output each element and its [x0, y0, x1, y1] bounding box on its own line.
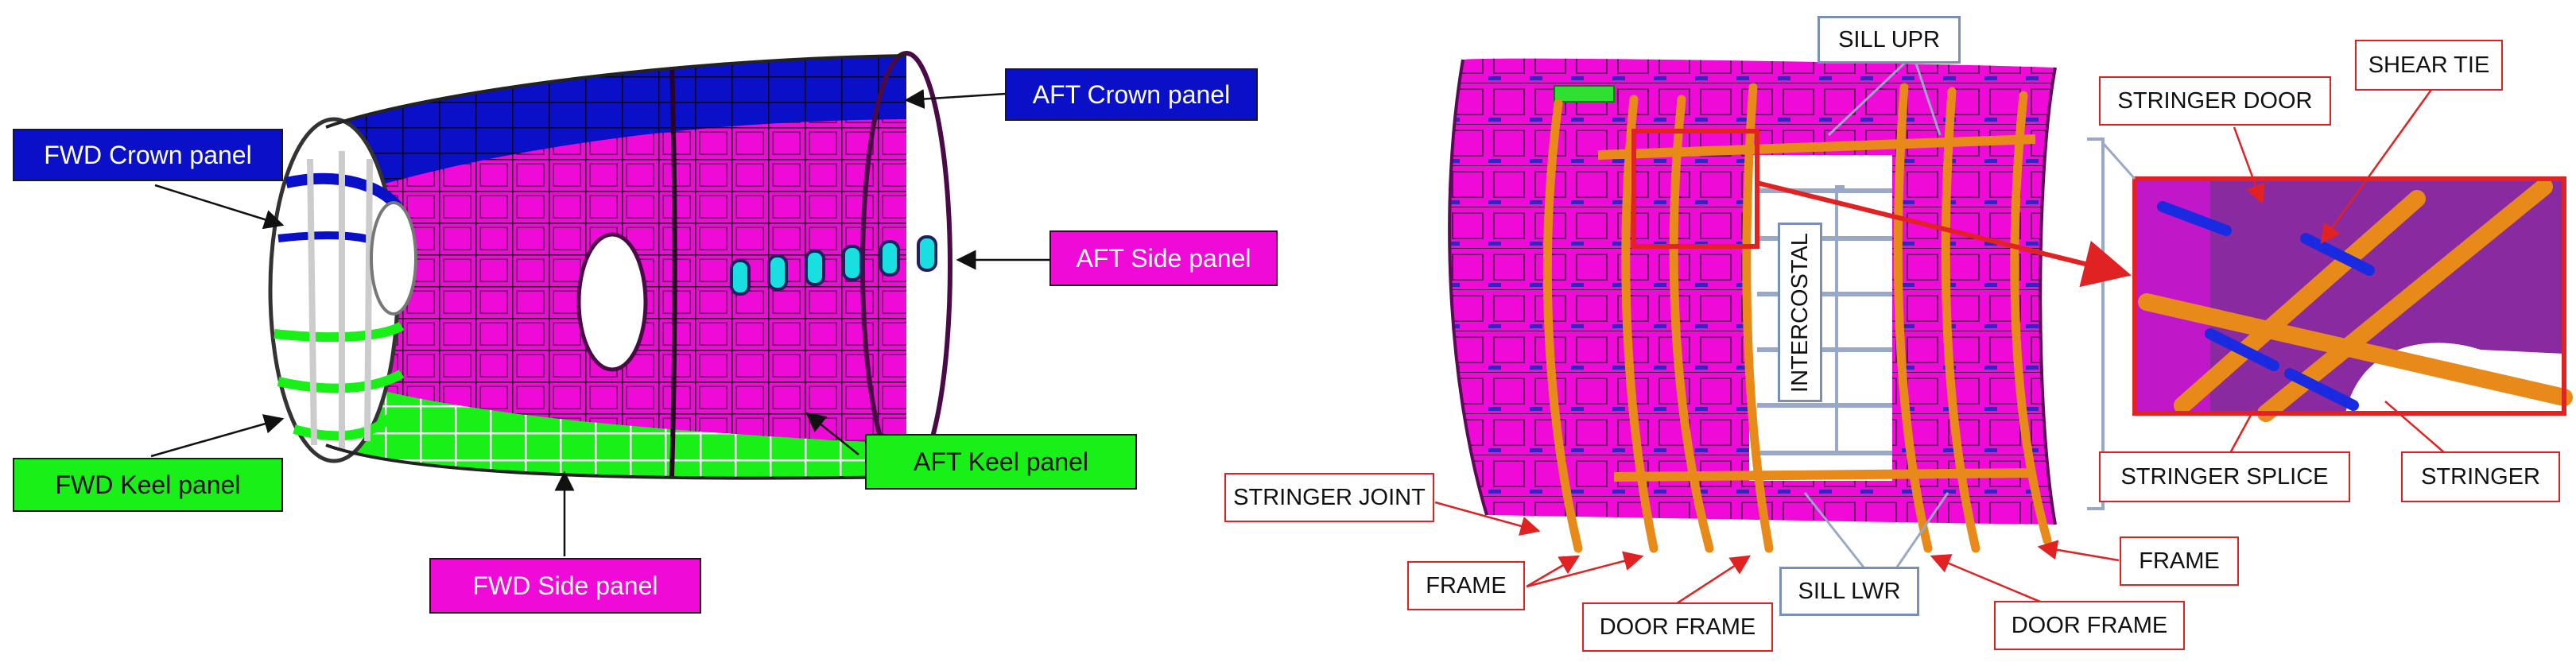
- frame-label-right: FRAME: [2120, 536, 2239, 586]
- detail-close-up: [2132, 176, 2573, 422]
- intercostal-text: INTERCOSTAL: [1787, 232, 1813, 393]
- sill-upr-label: SILL UPR: [1818, 16, 1961, 64]
- fwd-side-panel-label: FWD Side panel: [429, 558, 701, 614]
- fwd-crown-panel-label: FWD Crown panel: [13, 129, 283, 181]
- fuselage-leader-lines: [150, 89, 1049, 556]
- sill-lwr-label: SILL LWR: [1779, 567, 1919, 616]
- stringer-door-label: STRINGER DOOR: [2099, 76, 2331, 126]
- door-frame-label-left: DOOR FRAME: [1582, 602, 1773, 652]
- fuselage-barrel-drawing: [268, 51, 952, 482]
- stringer-label: STRINGER: [2401, 451, 2560, 502]
- aft-crown-panel-label: AFT Crown panel: [1005, 68, 1258, 121]
- shear-tie-label: SHEAR TIE: [2355, 40, 2503, 91]
- intercostal-label: INTERCOSTAL: [1778, 223, 1822, 402]
- detail-pointer-arrow: [1756, 180, 2132, 288]
- frame-label-left: FRAME: [1407, 561, 1525, 610]
- callout-leader-lines: [1434, 62, 2446, 610]
- door-surround-drawing: [1448, 58, 2105, 553]
- stringer-splice-label: STRINGER SPLICE: [2099, 451, 2350, 502]
- fwd-keel-panel-label: FWD Keel panel: [13, 458, 283, 512]
- aft-keel-panel-label: AFT Keel panel: [865, 434, 1137, 490]
- stringer-joint-label: STRINGER JOINT: [1224, 473, 1434, 522]
- door-frame-label-right: DOOR FRAME: [1994, 601, 2185, 650]
- aft-side-panel-label: AFT Side panel: [1049, 230, 1278, 286]
